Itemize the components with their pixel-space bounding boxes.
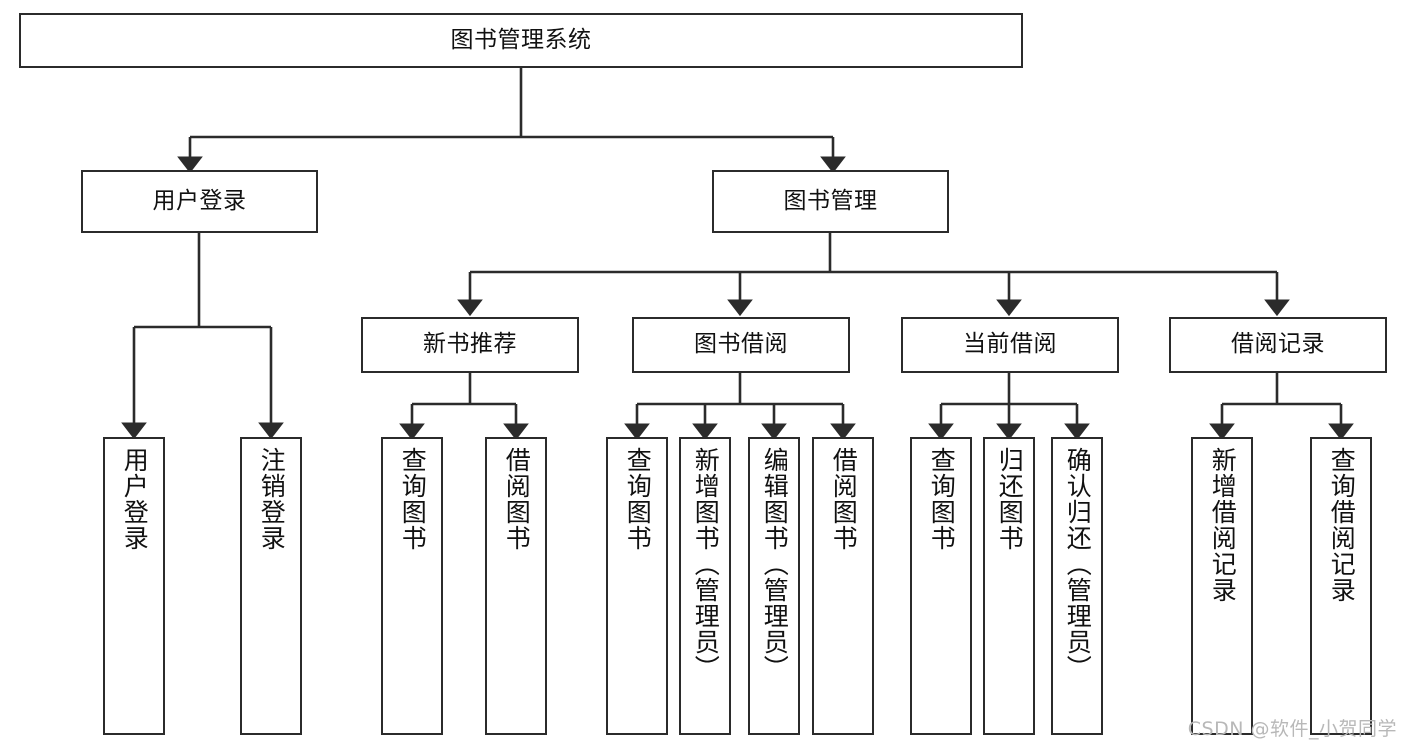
node-book-management[interactable]: 图书管理 [712, 170, 949, 233]
node-leaf-confirm-return-admin[interactable]: 确认归还（管理员） [1051, 437, 1103, 735]
node-leaf-query-books-borrow[interactable]: 查询图书 [606, 437, 668, 735]
node-leaf-query-books-current[interactable]: 查询图书 [910, 437, 972, 735]
node-label: 借阅图书 [829, 447, 859, 551]
node-leaf-query-books-recommend[interactable]: 查询图书 [381, 437, 443, 735]
node-label: 图书管理系统 [450, 26, 592, 53]
node-leaf-borrow-books[interactable]: 借阅图书 [812, 437, 874, 735]
node-borrow-records[interactable]: 借阅记录 [1169, 317, 1387, 373]
node-label: 用户登录 [152, 187, 247, 214]
node-root-book-management-system[interactable]: 图书管理系统 [19, 13, 1023, 68]
node-label: 编辑图书（管理员） [760, 447, 790, 681]
node-leaf-edit-book-admin[interactable]: 编辑图书（管理员） [748, 437, 800, 735]
node-label: 查询图书 [927, 447, 957, 551]
node-label: 新增借阅记录 [1208, 447, 1238, 603]
node-label: 借阅记录 [1231, 331, 1325, 358]
node-leaf-query-borrow-record[interactable]: 查询借阅记录 [1310, 437, 1372, 735]
node-label: 查询图书 [398, 447, 428, 551]
node-label: 用户登录 [120, 447, 150, 551]
node-leaf-return-books[interactable]: 归还图书 [983, 437, 1035, 735]
node-current-borrowing[interactable]: 当前借阅 [901, 317, 1119, 373]
node-label: 当前借阅 [963, 331, 1057, 358]
node-leaf-user-login[interactable]: 用户登录 [103, 437, 165, 735]
node-label: 确认归还（管理员） [1063, 447, 1093, 681]
node-label: 新增图书（管理员） [691, 447, 721, 681]
csdn-watermark: CSDN @软件_小贺同学 [1187, 718, 1397, 740]
node-label: 查询借阅记录 [1327, 447, 1357, 603]
node-label: 归还图书 [995, 447, 1025, 551]
node-label: 注销登录 [257, 447, 287, 551]
node-label: 图书管理 [783, 187, 878, 214]
node-label: 新书推荐 [423, 331, 517, 358]
node-book-borrowing[interactable]: 图书借阅 [632, 317, 850, 373]
node-user-login[interactable]: 用户登录 [81, 170, 318, 233]
node-new-book-recommendation[interactable]: 新书推荐 [361, 317, 579, 373]
node-leaf-add-borrow-record[interactable]: 新增借阅记录 [1191, 437, 1253, 735]
node-leaf-borrow-books-recommend[interactable]: 借阅图书 [485, 437, 547, 735]
node-label: 查询图书 [623, 447, 653, 551]
node-leaf-add-book-admin[interactable]: 新增图书（管理员） [679, 437, 731, 735]
node-label: 图书借阅 [694, 331, 788, 358]
node-label: 借阅图书 [502, 447, 532, 551]
node-leaf-logout[interactable]: 注销登录 [240, 437, 302, 735]
